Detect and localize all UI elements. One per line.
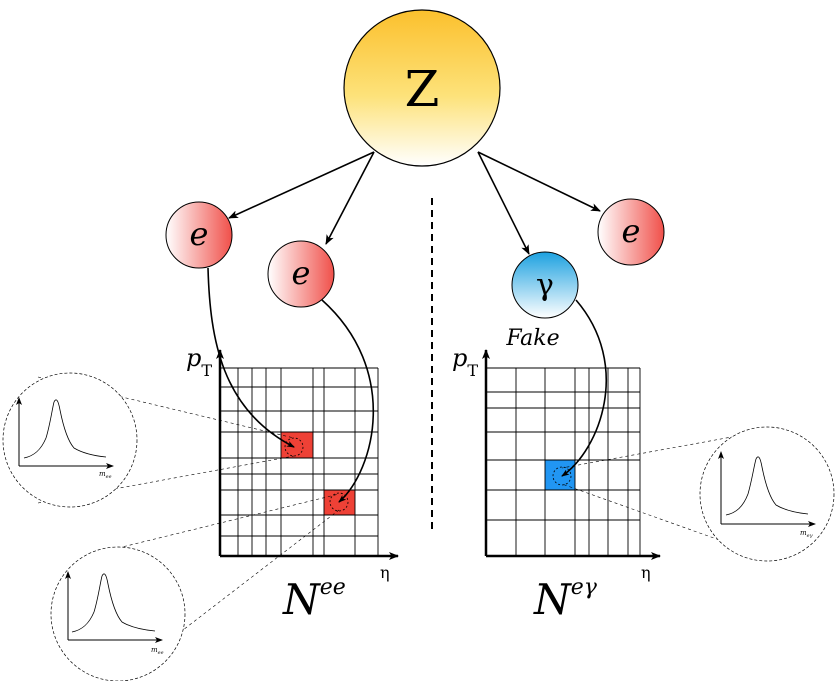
z-label: Z — [405, 60, 440, 118]
arrow-z-to-electron-left-1 — [228, 151, 375, 219]
photon-node: γ — [511, 251, 579, 319]
inset-left-bottom-xlabel: mee — [151, 646, 164, 656]
track-electron-left-1 — [207, 267, 295, 448]
inset-left-top-xlabel: mee — [99, 470, 112, 480]
right-grid-cell-highlight — [545, 460, 575, 490]
decay-arrows — [228, 151, 601, 255]
right-grid-panel: pT η Neγ — [452, 344, 661, 624]
inset-left-top: mee — [2, 372, 138, 508]
particle-tracks — [207, 267, 608, 503]
inset-right: meγ — [699, 426, 835, 562]
right-count-label: Neγ — [533, 575, 598, 624]
photon-label: γ — [536, 268, 554, 303]
inset-left-top-curve — [23, 399, 107, 459]
left-x-axis-label: η — [380, 563, 390, 582]
electron-node-right: e — [597, 198, 665, 266]
left-selection-circle-1 — [284, 437, 304, 457]
electron-node-left-1: e — [165, 201, 233, 269]
inset-right-curve — [725, 456, 809, 516]
right-grid-lines — [486, 367, 641, 556]
track-photon — [561, 299, 608, 477]
inset-left-bottom-curve — [71, 573, 156, 633]
left-count-label: Nee — [282, 575, 346, 624]
inset-right-xlabel: meγ — [800, 529, 813, 539]
inset-left-bottom: mee — [50, 546, 186, 681]
left-grid-lines — [220, 367, 379, 556]
electron-label-left-1: e — [190, 215, 209, 253]
electron-label-right: e — [622, 212, 641, 250]
right-y-axis-label: pT — [452, 344, 478, 380]
right-selection-circle — [552, 466, 572, 486]
arrow-z-to-electron-right — [477, 151, 601, 212]
arrow-z-to-photon — [477, 151, 530, 255]
z-boson-node: Z — [343, 9, 501, 167]
left-y-axis-label: pT — [186, 344, 212, 380]
track-electron-left-2 — [321, 299, 375, 503]
right-x-axis-label: η — [641, 563, 651, 582]
electron-label-left-2: e — [292, 254, 311, 292]
arrow-z-to-electron-left-2 — [325, 151, 375, 245]
left-selection-circle-2 — [329, 492, 349, 512]
left-grid-panel: pT η Nee — [186, 344, 399, 624]
electron-node-left-2: e — [267, 240, 335, 308]
left-grid-cell-highlight-1 — [281, 432, 313, 458]
fake-annotation: Fake — [505, 326, 559, 351]
